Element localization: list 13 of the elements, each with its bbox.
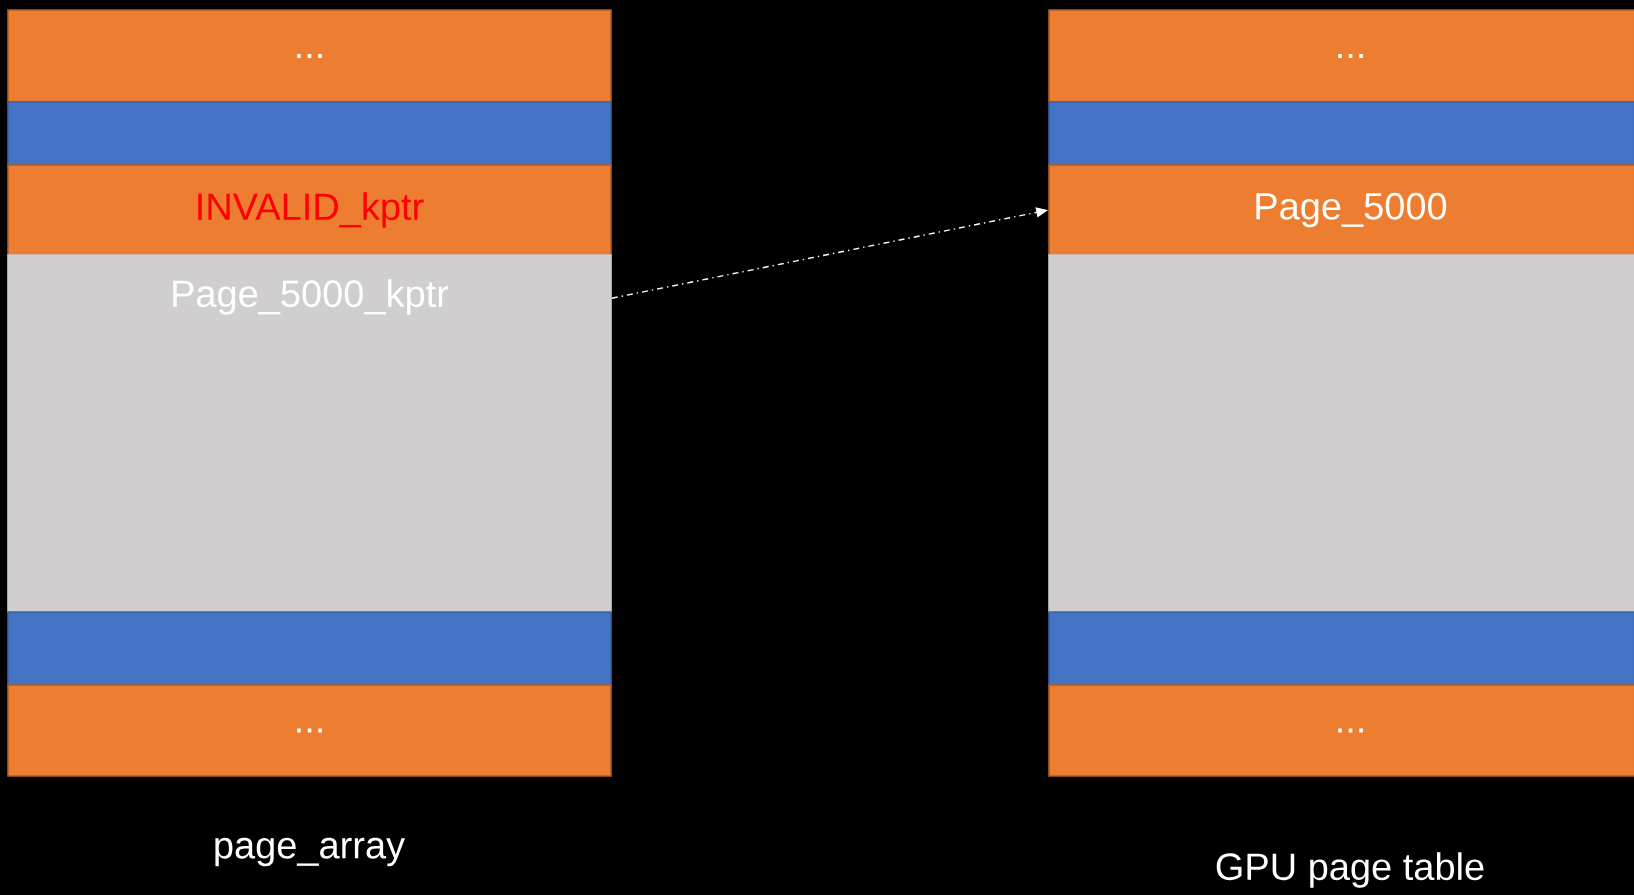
table-entry: ... (7, 684, 612, 777)
separator-band (1048, 101, 1634, 166)
column-caption: GPU page table (1216, 852, 1484, 888)
separator-band (7, 101, 612, 166)
table-entry: INVALID_kptr (7, 164, 612, 256)
separator-band (1048, 611, 1634, 686)
table-entry: ... (1048, 684, 1634, 777)
separator-band (7, 611, 612, 686)
column-caption: page_array (215, 837, 405, 867)
memory-block (1048, 254, 1634, 613)
table-entry: ... (7, 9, 612, 103)
table-entry: Page_5000 (1048, 164, 1634, 256)
table-entry: ... (1048, 9, 1634, 103)
